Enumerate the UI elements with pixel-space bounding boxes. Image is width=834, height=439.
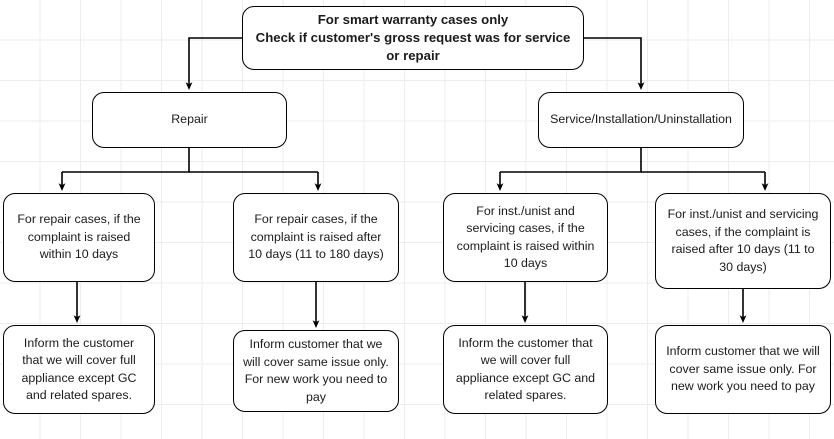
- edge-root-to-repair: [185, 37, 242, 91]
- node-root-decision[interactable]: For smart warranty cases only Check if c…: [242, 6, 584, 70]
- node-repair-after-10-days-label: For repair cases, if the complaint is ra…: [248, 212, 384, 262]
- node-outcome-inst-after-10-days[interactable]: Inform customer that we will cover same …: [655, 325, 831, 414]
- edge-repair-stem: [62, 148, 190, 173]
- node-inst-after-10-days[interactable]: For inst./unist and servicing cases, if …: [655, 193, 831, 289]
- node-inst-within-10-days-label: For inst./unist and servicing cases, if …: [456, 203, 595, 271]
- node-root-label: For smart warranty cases only Check if c…: [255, 12, 571, 63]
- node-outcome-inst-within-10-days-label: Inform the customer that we will cover f…: [455, 335, 596, 403]
- node-repair-label: Repair: [171, 112, 208, 127]
- node-service-label: Service/Installation/Uninstallation: [550, 112, 732, 127]
- node-outcome-repair-after-10-days-label: Inform customer that we will cover same …: [243, 337, 389, 404]
- node-outcome-repair-within-10-days-label: Inform the customer that we will cover f…: [21, 335, 137, 403]
- node-inst-within-10-days[interactable]: For inst./unist and servicing cases, if …: [443, 193, 608, 282]
- node-repair-within-10-days-label: For repair cases, if the complaint is ra…: [17, 212, 141, 262]
- node-inst-after-10-days-label: For inst./unist and servicing cases, if …: [667, 207, 819, 274]
- edge-root-to-service: [584, 37, 645, 91]
- node-repair-within-10-days[interactable]: For repair cases, if the complaint is ra…: [3, 193, 155, 282]
- node-service-installation-uninstallation[interactable]: Service/Installation/Uninstallation: [538, 92, 744, 148]
- node-repair-after-10-days[interactable]: For repair cases, if the complaint is ra…: [233, 193, 399, 282]
- node-outcome-repair-after-10-days[interactable]: Inform customer that we will cover same …: [233, 330, 399, 412]
- node-repair[interactable]: Repair: [92, 92, 287, 148]
- node-outcome-inst-within-10-days[interactable]: Inform the customer that we will cover f…: [443, 325, 608, 414]
- edge-service-stem: [500, 148, 642, 173]
- node-outcome-repair-within-10-days[interactable]: Inform the customer that we will cover f…: [3, 325, 155, 414]
- node-outcome-inst-after-10-days-label: Inform customer that we will cover same …: [666, 344, 820, 394]
